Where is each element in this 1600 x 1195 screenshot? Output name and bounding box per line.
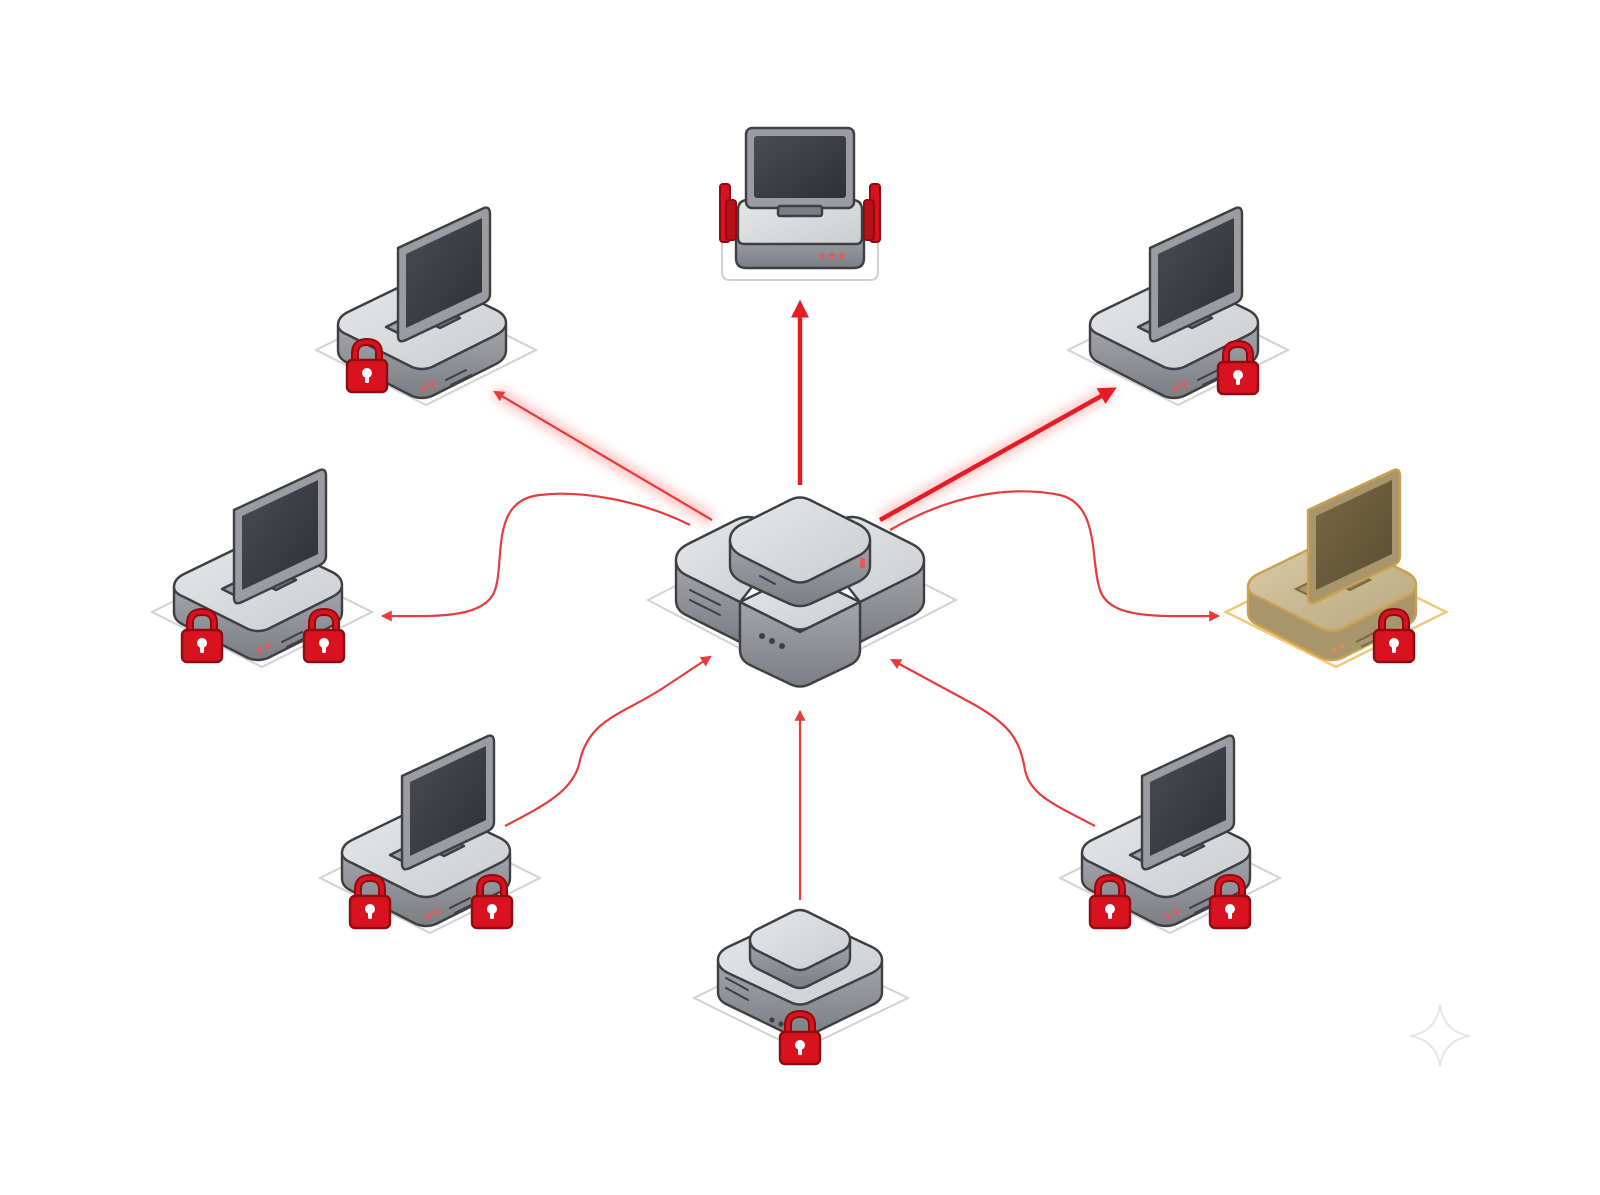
central-server-hub[interactable] xyxy=(645,496,959,688)
link-from-lower-left xyxy=(504,655,712,827)
sparkle-icon xyxy=(1409,1004,1471,1067)
workstation-upper-left[interactable] xyxy=(314,206,538,407)
link-to-upper-right xyxy=(876,383,1117,527)
terminal-top[interactable] xyxy=(719,126,881,281)
server-node-bottom[interactable] xyxy=(691,908,911,1064)
links-layer xyxy=(380,299,1221,900)
workstation-lower-right[interactable] xyxy=(1058,734,1282,935)
workstation-mid-left[interactable] xyxy=(150,468,374,669)
workstation-mid-right-highlighted[interactable] xyxy=(1224,468,1448,669)
workstation-upper-right[interactable] xyxy=(1066,206,1290,407)
link-to-mid-right xyxy=(889,490,1221,622)
link-to-mid-left xyxy=(380,492,691,622)
link-from-lower-right xyxy=(890,658,1096,827)
link-to-upper-left xyxy=(491,385,716,527)
workstation-lower-left[interactable] xyxy=(318,734,542,935)
